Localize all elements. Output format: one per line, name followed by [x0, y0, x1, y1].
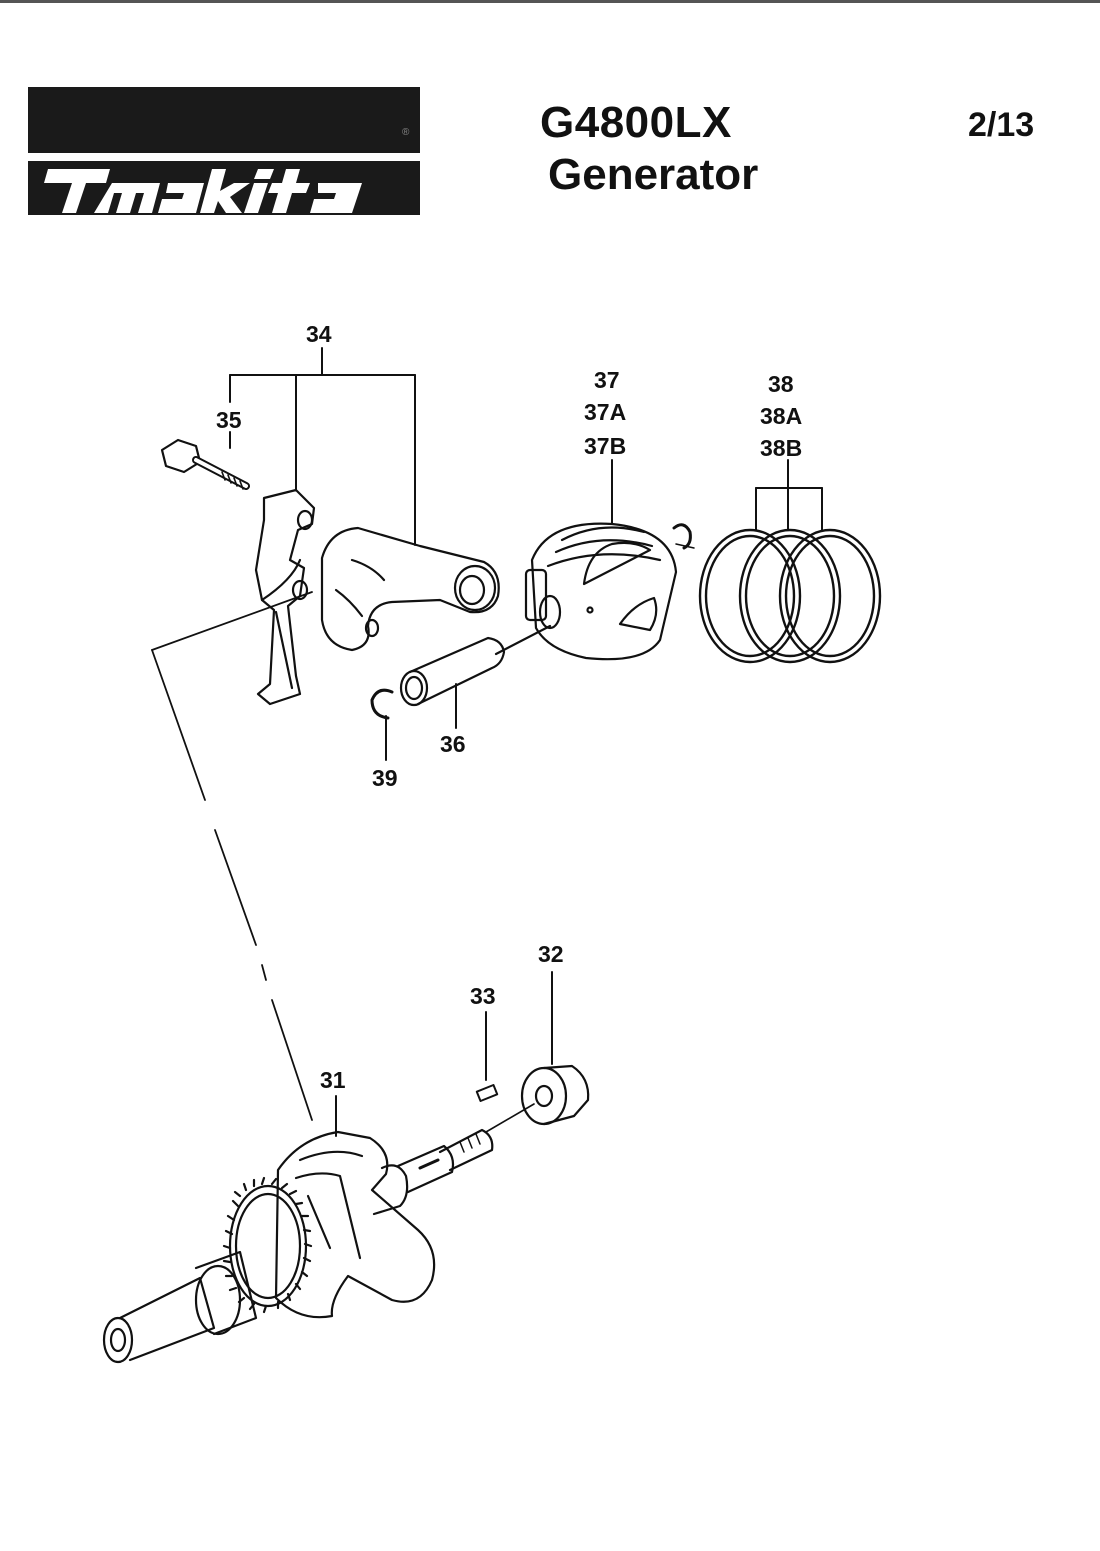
rod-cap-part-34 [254, 488, 316, 706]
product-name: Generator [548, 150, 759, 199]
callout-38a: 38A [760, 403, 802, 429]
callout-31: 31 [320, 1067, 346, 1093]
callout-38: 38 [768, 371, 794, 397]
callout-38b: 38B [760, 435, 802, 461]
piston-part-37 [524, 522, 678, 661]
callout-34: 34 [306, 321, 332, 347]
connecting-rod-part-34 [320, 526, 500, 652]
callout-37: 37 [594, 367, 620, 393]
svg-text:®: ® [402, 127, 410, 138]
callout-labels: 34 35 37 37A 37B 38 38A 38B 36 39 32 33 … [216, 321, 802, 1093]
model-number: G4800LX [540, 98, 732, 147]
callout-36: 36 [440, 731, 466, 757]
crankshaft-part-31 [102, 1128, 494, 1364]
bolt-part-35 [160, 438, 250, 490]
page-number: 2/13 [968, 106, 1035, 144]
callout-33: 33 [470, 983, 496, 1009]
callout-35: 35 [216, 407, 242, 433]
callout-39: 39 [372, 765, 398, 791]
piston-pin-part-36 [399, 624, 552, 707]
makita-logo: ® [28, 87, 420, 215]
callout-32: 32 [538, 941, 564, 967]
callout-37a: 37A [584, 399, 626, 425]
top-rule [0, 0, 1100, 3]
piston-rings-part-38 [698, 528, 882, 664]
flange-nut-part-32 [520, 1064, 590, 1126]
callout-37b: 37B [584, 433, 626, 459]
circlip-part-39 [370, 688, 394, 720]
